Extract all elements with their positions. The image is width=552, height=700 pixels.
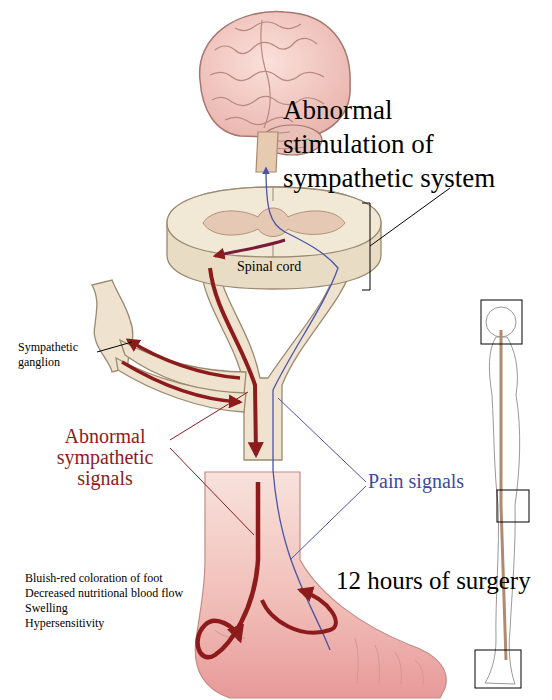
sympathetic-signal-path (122, 362, 240, 402)
structure-name: Spinal cord (237, 259, 301, 275)
leader-line (278, 398, 366, 560)
symptom-text: Bluish-red coloration of foot (25, 571, 225, 586)
symptom-text: Swelling (25, 601, 225, 616)
spinal-nerve (116, 262, 352, 460)
cord-side (167, 187, 381, 289)
symptom-text: Hypersensitivity (25, 616, 225, 631)
sympathetic-chain (92, 280, 133, 372)
signal-label: Abnormal sympathetic signals (38, 426, 172, 489)
sympathetic-signal-path (210, 268, 256, 455)
cord-fissure (273, 187, 274, 257)
leader-line (97, 342, 132, 352)
leader-line (170, 392, 254, 535)
part-label: Sympathetic ganglion (18, 340, 100, 370)
symptom-text: Decreased nutritional blood flow (25, 586, 225, 601)
spinal-cord-shape (163, 183, 385, 295)
sympathetic-signal-path (128, 340, 240, 378)
body-outline (475, 300, 529, 688)
gray-matter (203, 208, 345, 237)
signal-label: Pain signals (368, 470, 498, 492)
sympathetic-signal-path (198, 482, 258, 657)
callout-title: Abnormal stimulation of sympathetic syst… (283, 93, 519, 195)
spinal-cord: Spinal cord (163, 183, 385, 295)
sympathetic-signal-path (262, 590, 336, 633)
note-text: 12 hours of surgery (336, 566, 546, 596)
cord-top (167, 187, 381, 257)
